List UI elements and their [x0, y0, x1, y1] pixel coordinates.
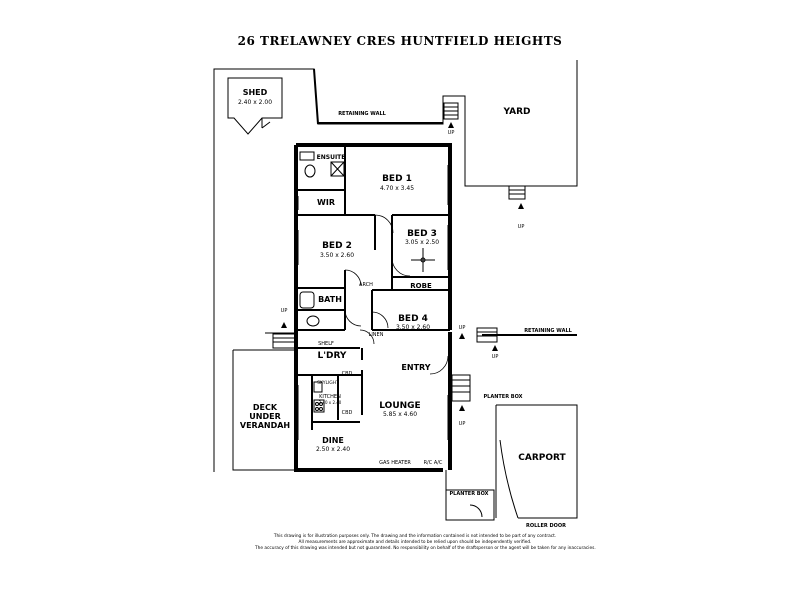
bath-label: BATH — [318, 295, 342, 304]
side-steps — [476, 327, 498, 343]
dine-label: DINE — [322, 436, 344, 445]
lounge-size: 5.85 x 4.60 — [383, 411, 417, 418]
bed1-size: 4.70 x 3.45 — [380, 185, 414, 192]
deck-steps — [272, 333, 296, 349]
ceiling-fan-icon — [411, 248, 435, 272]
shed-label: SHED — [243, 88, 268, 97]
kitchen-sink — [313, 381, 323, 393]
up-label-side: UP — [459, 325, 466, 331]
ensuite-vanity — [299, 151, 315, 161]
planter-box-lower — [445, 489, 495, 521]
bathtub — [299, 291, 315, 309]
arch-label: ARCH — [359, 282, 373, 288]
up-label-yard: UP — [448, 130, 455, 136]
deck-label-line1: DECK — [253, 403, 278, 412]
lounge-label: LOUNGE — [379, 401, 420, 411]
bed2-label: BED 2 — [322, 241, 352, 251]
wir-label: WIR — [317, 198, 335, 207]
gas-heater-label: GAS HEATER — [379, 460, 411, 466]
planter-box-lower-label: PLANTER BOX — [449, 491, 488, 497]
up-arrows — [281, 122, 524, 411]
ensuite-label: ENSUITE — [317, 154, 346, 161]
bed3-size: 3.05 x 2.50 — [405, 239, 439, 246]
disclaimer-line-1: This drawing is for illustration purpose… — [273, 534, 557, 539]
kitchen-size: 2.40 x 2.40 — [319, 400, 342, 405]
shed-outline — [227, 77, 283, 135]
retaining-wall-top-label: RETAINING WALL — [338, 111, 386, 117]
disclaimer-line-2: All measurements are approximate and det… — [298, 540, 532, 545]
bed4-size: 3.50 x 2.60 — [396, 324, 430, 331]
dine-size: 2.50 x 2.40 — [316, 446, 350, 453]
up-label-right: UP — [492, 354, 499, 360]
retaining-wall-right-label: RETAINING WALL — [524, 328, 572, 334]
entry-label: ENTRY — [401, 363, 430, 372]
linen-label: LINEN — [369, 332, 384, 338]
robe-label: ROBE — [410, 282, 432, 290]
bath-toilet — [306, 315, 320, 327]
kitchen-label: KITCHEN — [319, 394, 341, 400]
carport-drive — [499, 439, 519, 519]
carport-label: CARPORT — [518, 453, 566, 463]
laundry-label: L'DRY — [318, 351, 347, 361]
planter-box-upper-label: PLANTER BOX — [483, 394, 522, 400]
disclaimer: This drawing is for illustration purpose… — [255, 534, 596, 552]
cbd-upper-label: CBD — [342, 371, 353, 377]
retaining-wall-top — [313, 68, 443, 125]
interior-walls — [296, 145, 450, 430]
rc-ac-label: R/C A/C — [424, 460, 443, 466]
yard-label: YARD — [502, 107, 530, 117]
shelf-label: SHELF — [318, 341, 334, 347]
ensuite-shower — [330, 161, 345, 177]
entry-steps — [451, 374, 471, 402]
bed4-label: BED 4 — [398, 314, 428, 324]
deck-label-line2: UNDER — [249, 412, 280, 421]
shed-size: 2.40 x 2.00 — [238, 99, 272, 106]
house-exterior-walls — [294, 143, 452, 472]
windows — [297, 165, 449, 440]
up-label-entry: UP — [459, 421, 466, 427]
up-label-deck: UP — [281, 308, 288, 314]
plan-title: 26 TRELAWNEY CRES HUNTFIELD HEIGHTS — [237, 34, 563, 48]
ensuite-toilet — [304, 164, 316, 178]
stairs-lower-yard — [508, 185, 526, 200]
up-label-lower-yard: UP — [518, 224, 525, 230]
kitchen-stove — [313, 399, 325, 413]
bed2-size: 3.50 x 2.60 — [320, 252, 354, 259]
roller-door-label: ROLLER DOOR — [526, 523, 566, 529]
deck-label-line3: VERANDAH — [240, 421, 290, 430]
door-swings — [344, 214, 449, 375]
deck-outline — [232, 349, 296, 471]
skylight-label: SKYLIGHT — [317, 380, 339, 386]
bed1-label: BED 1 — [382, 174, 412, 184]
shed-door — [261, 118, 271, 129]
disclaimer-line-3: The accuracy of this drawing was intende… — [255, 546, 596, 551]
cbd-lower-label: CBD — [342, 410, 353, 416]
bed3-label: BED 3 — [407, 229, 437, 239]
